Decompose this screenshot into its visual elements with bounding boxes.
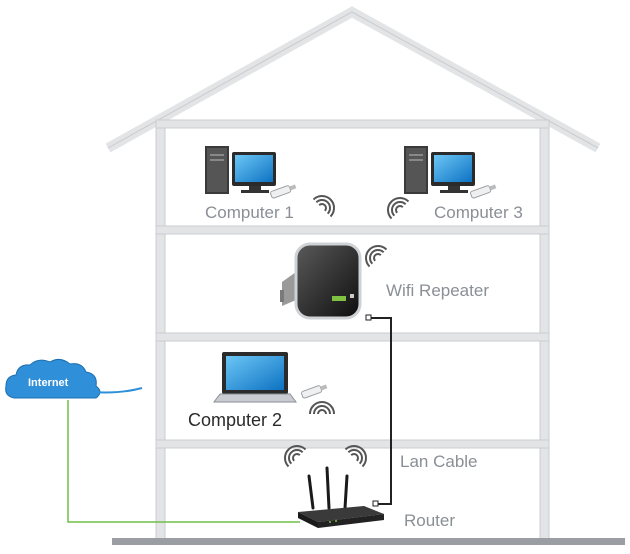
wifi-repeater-label: Wifi Repeater — [386, 281, 489, 300]
wifi-signal-icon — [387, 197, 410, 220]
wifi-signal-icon — [312, 195, 335, 218]
lan-cable — [368, 317, 392, 505]
lan-port — [372, 500, 379, 507]
router-icon — [298, 466, 384, 528]
computer-2-label: Computer 2 — [188, 410, 283, 430]
wifi-signal-icon — [344, 445, 367, 468]
internet-line — [67, 400, 300, 523]
desktop-computer-icon — [404, 146, 475, 194]
usb-wifi-adapter-icon — [301, 384, 328, 399]
computer-1-label: Computer 1 — [205, 203, 294, 222]
wifi-signal-icon — [284, 445, 307, 468]
lan-port — [365, 314, 372, 321]
wifi-repeater-icon — [280, 242, 362, 320]
wifi-signal-icon — [309, 401, 335, 415]
laptop-icon — [213, 352, 297, 403]
desktop-computer-icon — [205, 146, 276, 194]
usb-wifi-adapter-icon — [470, 184, 497, 199]
ground-floor-line — [112, 538, 625, 545]
usb-wifi-adapter-icon — [270, 184, 297, 199]
roof — [105, 6, 601, 153]
router-label: Router — [404, 511, 456, 530]
cloud-icon — [5, 358, 143, 399]
computer-3-label: Computer 3 — [434, 203, 523, 222]
internet-label: Internet — [28, 377, 69, 389]
wifi-signal-icon — [365, 245, 388, 268]
lan-cable-label: Lan Cable — [400, 452, 478, 471]
